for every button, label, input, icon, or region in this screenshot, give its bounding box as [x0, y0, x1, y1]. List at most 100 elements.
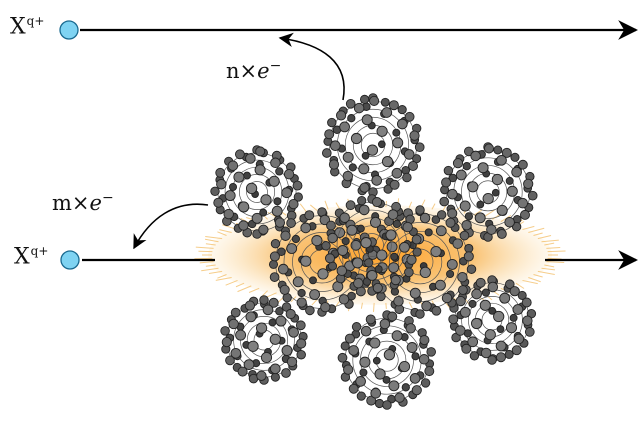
carbon-atom	[222, 337, 231, 346]
carbon-atom	[386, 230, 396, 240]
carbon-atom	[246, 154, 256, 164]
carbon-atom	[270, 273, 279, 282]
carbon-atom	[383, 401, 392, 410]
carbon-atom	[485, 330, 495, 340]
times-sign: ×	[240, 59, 258, 83]
electron-transfer-arrow-distant	[280, 38, 344, 100]
carbon-atom	[507, 186, 517, 196]
carbon-atom	[416, 206, 425, 215]
carbon-atom	[393, 138, 403, 148]
carbon-atom	[494, 311, 504, 321]
carbon-atom	[389, 381, 399, 391]
carbon-atom	[478, 163, 488, 173]
carbon-atom	[282, 346, 292, 356]
carbon-atom	[340, 122, 350, 132]
carbon-atom	[456, 326, 466, 336]
carbon-atom	[301, 223, 311, 233]
carbon-atom	[407, 255, 416, 264]
carbon-atom	[437, 211, 446, 220]
carbon-atom	[296, 321, 305, 330]
carbon-atom	[271, 158, 281, 168]
carbon-atom	[453, 159, 462, 168]
carbon-atom	[402, 384, 409, 391]
carbon-atom	[522, 298, 531, 307]
carbon-atom	[337, 266, 347, 276]
carbon-atom	[369, 96, 378, 105]
carbon-atom	[377, 126, 387, 136]
carbon-atom	[497, 230, 506, 239]
electron-symbol: e	[90, 191, 102, 215]
carbon-atom	[524, 179, 533, 188]
ion-symbol: X	[10, 14, 26, 39]
carbon-atom	[255, 165, 265, 175]
carbon-atom	[293, 277, 303, 287]
carbon-atom	[407, 343, 417, 353]
ion-symbol: X	[14, 244, 30, 269]
fullerene-molecule	[338, 311, 435, 410]
carbon-atom	[467, 265, 476, 274]
carbon-atom	[391, 275, 400, 284]
carbon-atom	[261, 195, 271, 205]
carbon-atom	[415, 143, 424, 152]
electron-charge: −	[102, 190, 114, 206]
carbon-atom	[298, 289, 305, 296]
carbon-atom	[305, 211, 314, 220]
carbon-atom	[523, 316, 532, 325]
carbon-atom	[282, 369, 291, 378]
carbon-atom	[269, 176, 279, 186]
carbon-atom	[500, 293, 510, 303]
ion-charge: q+	[27, 14, 45, 28]
carbon-atom	[310, 290, 320, 300]
carbon-atom	[346, 99, 355, 108]
carbon-atom	[510, 314, 517, 321]
carbon-atom	[328, 233, 338, 243]
carbon-atom	[506, 323, 516, 333]
carbon-atom	[322, 242, 331, 251]
carbon-atom	[236, 330, 246, 340]
carbon-atom	[217, 179, 226, 188]
carbon-atom	[390, 180, 399, 189]
carbon-atom	[488, 282, 498, 292]
carbon-atom	[345, 334, 354, 343]
electron-charge: −	[270, 58, 282, 74]
carbon-atom	[361, 326, 371, 336]
carbon-atom	[366, 315, 375, 324]
carbon-atom	[259, 225, 268, 234]
carbon-atom	[381, 98, 389, 106]
carbon-atom	[412, 235, 421, 244]
carbon-atom	[287, 357, 296, 366]
carbon-atom	[431, 246, 441, 256]
carbon-atom	[447, 270, 454, 277]
electron-capture-label-close: m×e−	[52, 190, 114, 215]
carbon-atom	[477, 201, 484, 208]
carbon-atom	[448, 209, 457, 218]
carbon-atom	[398, 105, 406, 113]
carbon-atom	[410, 131, 419, 140]
carbon-atom	[322, 149, 331, 158]
carbon-atom	[404, 150, 414, 160]
carbon-atom	[321, 303, 330, 312]
carbon-atom	[312, 235, 322, 245]
carbon-atom	[289, 327, 299, 337]
carbon-atom	[510, 287, 519, 296]
carbon-atom	[342, 238, 349, 245]
ion-label-top: Xq+	[10, 14, 44, 39]
carbon-atom	[221, 327, 230, 336]
carbon-atom	[389, 263, 399, 273]
carbon-atom	[229, 183, 236, 190]
carbon-atom	[359, 205, 369, 215]
carbon-atom	[435, 280, 445, 290]
carbon-atom	[270, 334, 280, 344]
carbon-atom	[416, 310, 425, 319]
carbon-atom	[245, 301, 254, 310]
carbon-atom	[270, 364, 280, 374]
carbon-atom	[465, 244, 473, 252]
carbon-atom	[252, 213, 262, 223]
carbon-atom	[339, 295, 349, 305]
carbon-atom	[456, 170, 466, 180]
carbon-atom	[497, 155, 507, 165]
carbon-atom	[462, 220, 471, 229]
carbon-atom	[393, 220, 400, 227]
carbon-atom	[449, 315, 458, 324]
